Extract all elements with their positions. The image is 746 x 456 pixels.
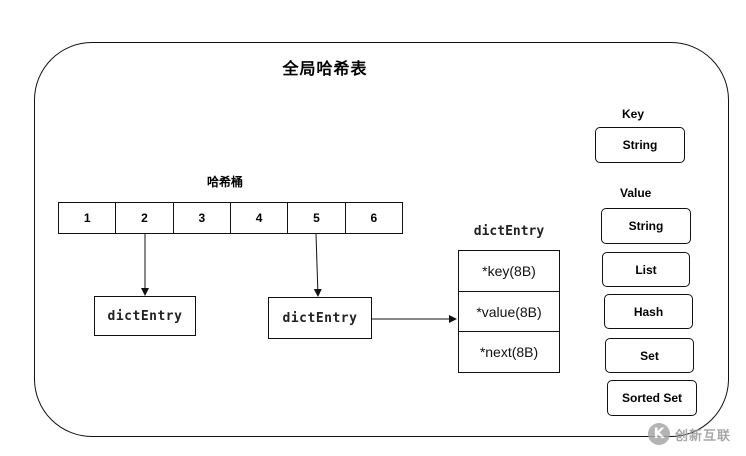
watermark-logo-icon: K: [648, 423, 670, 445]
value-type-hash: Hash: [604, 294, 693, 329]
value-type-sorted-set: Sorted Set: [607, 380, 697, 416]
key-type-string: String: [595, 127, 685, 163]
watermark-text: 创新互联: [675, 427, 732, 443]
bucket-cell-1: 1: [59, 203, 117, 233]
key-label: Key: [622, 107, 645, 121]
value-type-set: Set: [605, 338, 694, 373]
bucket-cell-3: 3: [174, 203, 231, 233]
hash-bucket-label: 哈希桶: [206, 175, 243, 189]
bucket-cell-2: 2: [116, 203, 174, 233]
dict-entry-struct: *key(8B) *value(8B) *next(8B): [458, 250, 560, 373]
value-label: Value: [620, 186, 652, 200]
bucket-cell-4: 4: [231, 203, 289, 233]
value-type-list: List: [602, 252, 690, 287]
watermark: K 创新互联: [648, 420, 746, 448]
hash-bucket-array: 1 2 3 4 5 6: [58, 202, 403, 234]
dict-entry-box-bucket-5: dictEntry: [268, 297, 372, 339]
bucket-cell-5: 5: [288, 203, 346, 233]
dict-entry-key-field: *key(8B): [459, 251, 559, 292]
global-hash-table-frame: [34, 42, 729, 437]
dict-entry-struct-title: dictEntry: [473, 224, 545, 239]
dict-entry-next-field: *next(8B): [479, 344, 539, 361]
dict-entry-box-bucket-2: dictEntry: [94, 296, 196, 336]
value-type-string: String: [601, 208, 691, 244]
bucket-cell-6: 6: [370, 211, 378, 225]
diagram-title: 全局哈希表: [282, 61, 368, 78]
dict-entry-value-field: *value(8B): [459, 292, 559, 333]
